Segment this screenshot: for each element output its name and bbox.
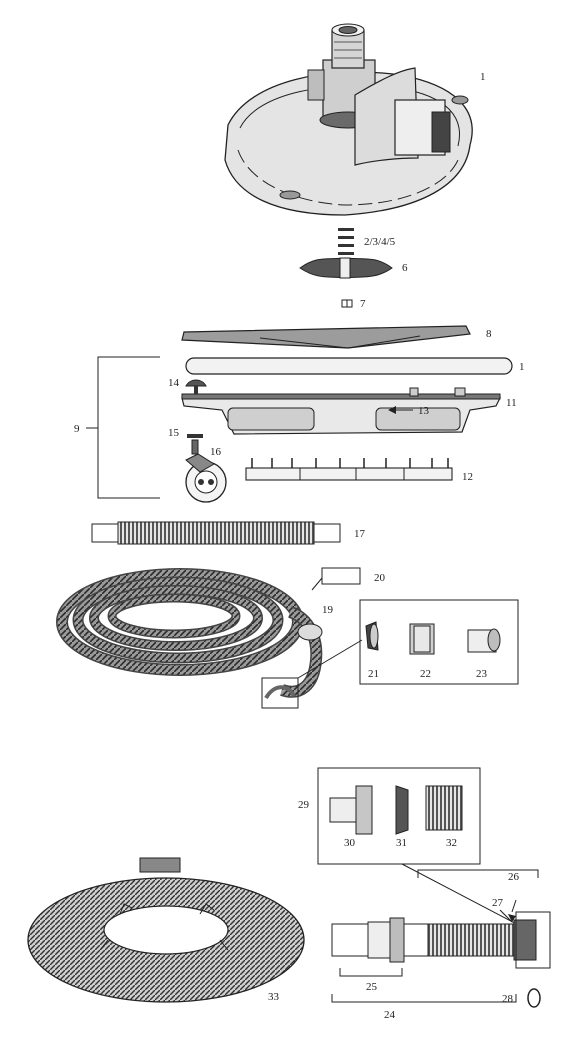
label-16: 16 <box>210 446 222 458</box>
label-1-ring: 1 <box>519 361 525 373</box>
wing-nut: 6 <box>299 257 408 279</box>
knob-14: 14 <box>168 377 207 394</box>
label-17: 17 <box>354 528 366 540</box>
coiled-hose-19: 19 <box>56 568 334 698</box>
label-7: 7 <box>360 298 366 310</box>
hose-end-callout <box>261 639 363 709</box>
clip-7: 7 <box>341 298 366 310</box>
label-26: 26 <box>508 871 520 883</box>
label-28: 28 <box>502 993 514 1005</box>
label-32: 32 <box>446 837 457 849</box>
leaf-disc-33: 33 <box>27 857 305 1003</box>
label-24: 24 <box>384 1009 396 1021</box>
label-12: 12 <box>462 471 473 483</box>
hose-section-17: 17 <box>91 521 366 545</box>
wheel-assembly-16: 15 16 <box>168 427 227 503</box>
tag-20: 20 <box>321 567 386 585</box>
assembly-24: 26 27 25 24 28 <box>331 869 551 1021</box>
label-21: 21 <box>368 668 379 680</box>
label-13: 13 <box>418 405 430 417</box>
label-23: 23 <box>476 668 488 680</box>
top-housing: 1 <box>224 23 486 216</box>
label-30: 30 <box>344 837 356 849</box>
base-tray-11: 11 <box>181 387 517 435</box>
label-31: 31 <box>396 837 407 849</box>
label-29: 29 <box>298 799 310 811</box>
label-1-top: 1 <box>480 71 486 83</box>
label-20: 20 <box>374 572 386 584</box>
label-11: 11 <box>506 397 517 409</box>
spring-stack: 2/3/4/5 <box>338 228 396 255</box>
fittings-box-21-23: 21 22 23 <box>359 599 519 685</box>
label-6: 6 <box>402 262 408 274</box>
fittings-box-29: 29 30 31 32 <box>298 767 529 931</box>
label-27: 27 <box>492 897 504 909</box>
label-22: 22 <box>420 668 431 680</box>
label-8: 8 <box>486 328 492 340</box>
label-9: 9 <box>74 423 80 435</box>
label-25: 25 <box>366 981 378 993</box>
ring-1: 1 <box>185 357 525 375</box>
label-14: 14 <box>168 377 180 389</box>
label-33: 33 <box>268 991 280 1003</box>
arrow-13: 13 <box>388 405 430 417</box>
disc-plate-8: 8 <box>181 325 492 349</box>
label-15: 15 <box>168 427 180 439</box>
label-19: 19 <box>322 604 334 616</box>
label-2-3-4-5: 2/3/4/5 <box>364 236 396 248</box>
group-9-bracket: 9 <box>74 356 160 499</box>
comb-strip-12: 12 <box>245 458 473 483</box>
